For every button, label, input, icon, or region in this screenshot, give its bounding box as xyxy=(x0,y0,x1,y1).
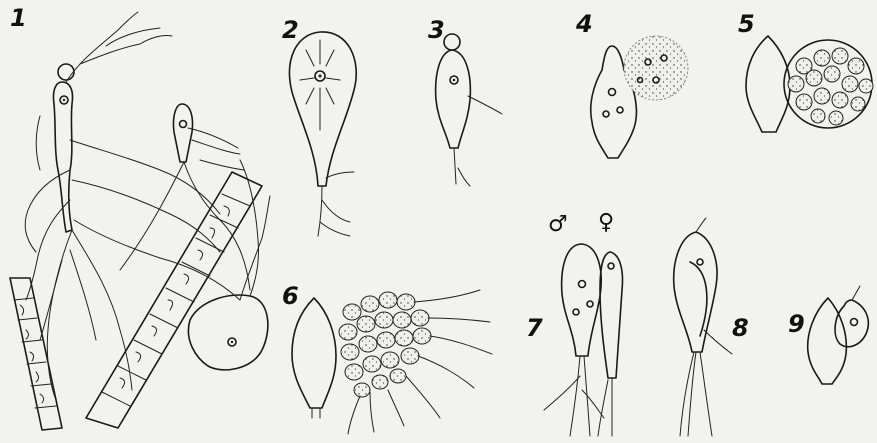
male-symbol: ♂ xyxy=(548,214,568,236)
figure-5-drawing xyxy=(746,36,873,132)
figure-label-9: 9 xyxy=(788,312,805,336)
figure-label-6: 6 xyxy=(282,284,299,308)
figure-9-drawing xyxy=(808,286,869,384)
figure-label-7: 7 xyxy=(526,316,543,340)
figure-label-8: 8 xyxy=(732,316,749,340)
figure-7-drawing xyxy=(544,244,623,436)
figure-1-drawing xyxy=(10,12,270,430)
sporangium-small xyxy=(173,104,192,162)
figure-label-2: 2 xyxy=(282,18,299,42)
figure-label-3: 3 xyxy=(428,18,445,42)
prosporangium xyxy=(188,295,267,370)
algal-filament-right xyxy=(86,172,262,428)
algal-filament-left xyxy=(10,278,62,430)
figure-label-5: 5 xyxy=(738,12,755,36)
figure-label-1: 1 xyxy=(10,6,27,30)
female-symbol: ♀ xyxy=(598,212,614,234)
figure-label-4: 4 xyxy=(576,12,593,36)
figure-6-drawing xyxy=(292,290,492,434)
figure-2-drawing xyxy=(290,32,357,236)
figure-3-drawing xyxy=(436,34,502,186)
figure-4-drawing xyxy=(591,36,688,158)
figure-8-drawing xyxy=(674,218,732,436)
